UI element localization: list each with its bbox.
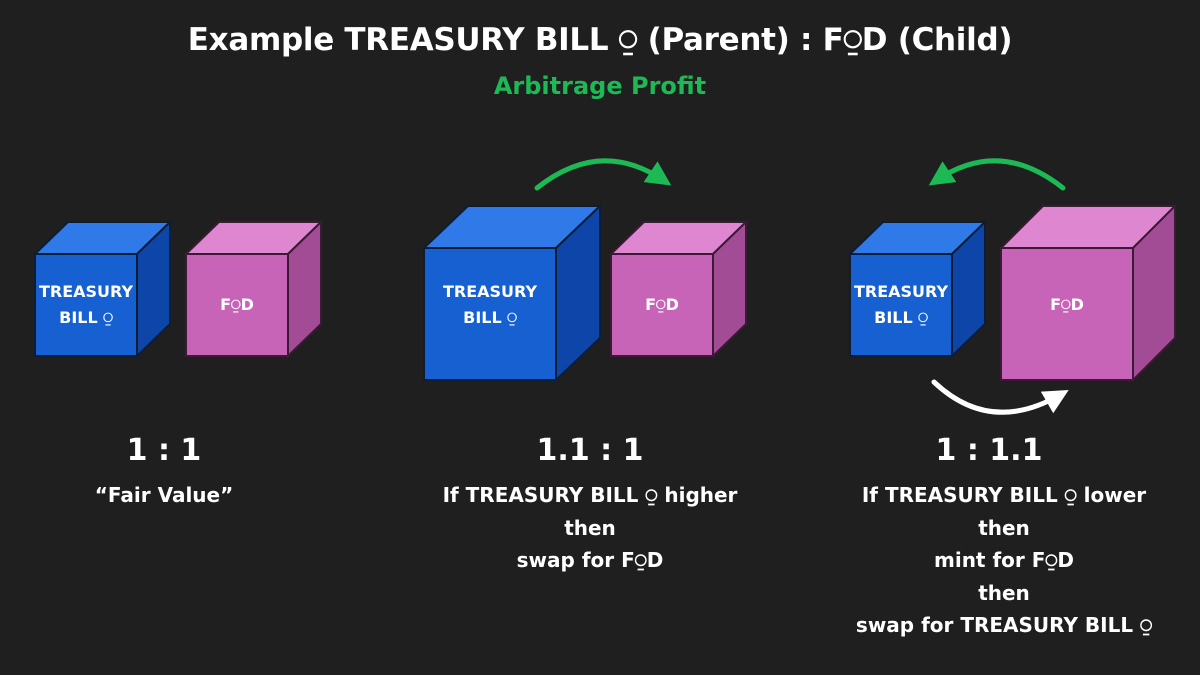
page-subtitle: Arbitrage Profit [493,72,707,100]
child-cube-3 [998,203,1178,383]
parent-cube-3 [847,219,988,359]
ratio-3: 1 : 1.1 [935,433,1043,468]
caption-3-line-1: If TREASURY BILL ⍜ lower [861,483,1147,507]
caption-3-line-2: then [978,515,1030,540]
parent-cube-2 [421,203,603,383]
caption-3-line-3: mint for F⍜D [934,548,1074,572]
caption-1-line-1: “Fair Value” [94,483,234,507]
green-left-arrow-icon [928,158,1066,191]
ratio-1: 1 : 1 [126,433,202,468]
parent-cube-label-3: TREASURY BILL ⍜ [853,282,949,327]
caption-3-line-4: then [978,580,1030,605]
child-cube-label-3: F⍜D [1050,295,1084,314]
white-right-arrow-icon [931,379,1069,415]
caption-2: If TREASURY BILL ⍜ higher then swap for … [410,479,770,577]
caption-1: “Fair Value” [44,479,284,512]
ratio-2: 1.1 : 1 [536,433,644,468]
caption-2-line-1: If TREASURY BILL ⍜ higher [442,483,738,507]
parent-cube-label-2: TREASURY BILL ⍜ [442,282,538,327]
parent-cube-label-1: TREASURY BILL ⍜ [38,282,134,327]
page-title: Example TREASURY BILL ⍜ (Parent) : F⍜D (… [187,22,1013,58]
child-cube-2 [608,219,749,359]
child-cube-1 [183,219,324,359]
caption-2-line-2: then [564,515,616,540]
caption-2-line-3: swap for F⍜D [516,548,664,572]
child-cube-label-2: F⍜D [645,295,679,314]
caption-3-line-5: swap for TREASURY BILL ⍜ [855,613,1153,637]
green-right-arrow-icon [534,158,672,191]
child-cube-label-1: F⍜D [220,295,254,314]
parent-cube-1 [32,219,173,359]
caption-3: If TREASURY BILL ⍜ lower then mint for F… [824,479,1184,642]
